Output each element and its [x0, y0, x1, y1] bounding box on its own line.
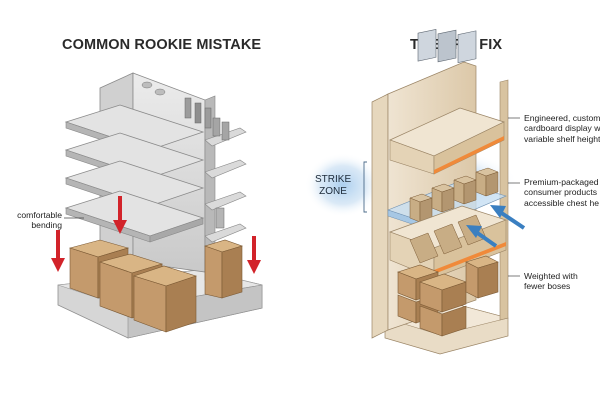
strike-zone-line-1: STRIKE — [315, 174, 352, 185]
top-tray — [389, 28, 505, 175]
left-title: COMMON ROOKIE MISTAKE — [62, 37, 262, 53]
weighted-line-2: fewer boses — [524, 281, 571, 292]
strike-zone-bracket — [363, 161, 367, 213]
engineered-label: Engineered, custom cardboard display w v… — [524, 113, 600, 144]
bending-label: comfortable bending — [0, 210, 62, 231]
weighted-label: Weighted with fewer boses — [524, 271, 578, 292]
red-down-arrows — [51, 196, 261, 274]
strike-zone-shelf — [387, 167, 507, 233]
metal-shelves — [64, 104, 247, 243]
engineered-line-3: variable shelf height — [524, 133, 600, 144]
engineered-line-1: Engineered, custom — [524, 113, 600, 123]
premium-label: Premium-packaged consumer products acces… — [524, 177, 599, 208]
strike-zone-glow — [305, 153, 381, 217]
premium-line-1: Premium-packaged — [524, 177, 599, 187]
blue-arrows — [466, 205, 526, 248]
cardboard-display-unit — [305, 28, 526, 355]
weighted-line-1: Weighted with — [524, 271, 578, 281]
bending-label-line-1: comfortable — [17, 210, 62, 220]
cardboard-boxes-right — [397, 255, 499, 337]
metal-shelf-unit — [51, 72, 263, 339]
premium-line-2: consumer products — [524, 187, 598, 198]
premium-line-3: accessible chest he — [524, 197, 599, 208]
small-products — [141, 81, 230, 229]
bending-label-line-2: bending — [31, 220, 62, 231]
strike-zone-label: STRIKE ZONE — [315, 174, 351, 198]
cardboard-boxes-left — [68, 239, 243, 333]
strike-zone-line-2: ZONE — [319, 186, 347, 197]
engineered-line-2: cardboard display w — [524, 123, 600, 134]
